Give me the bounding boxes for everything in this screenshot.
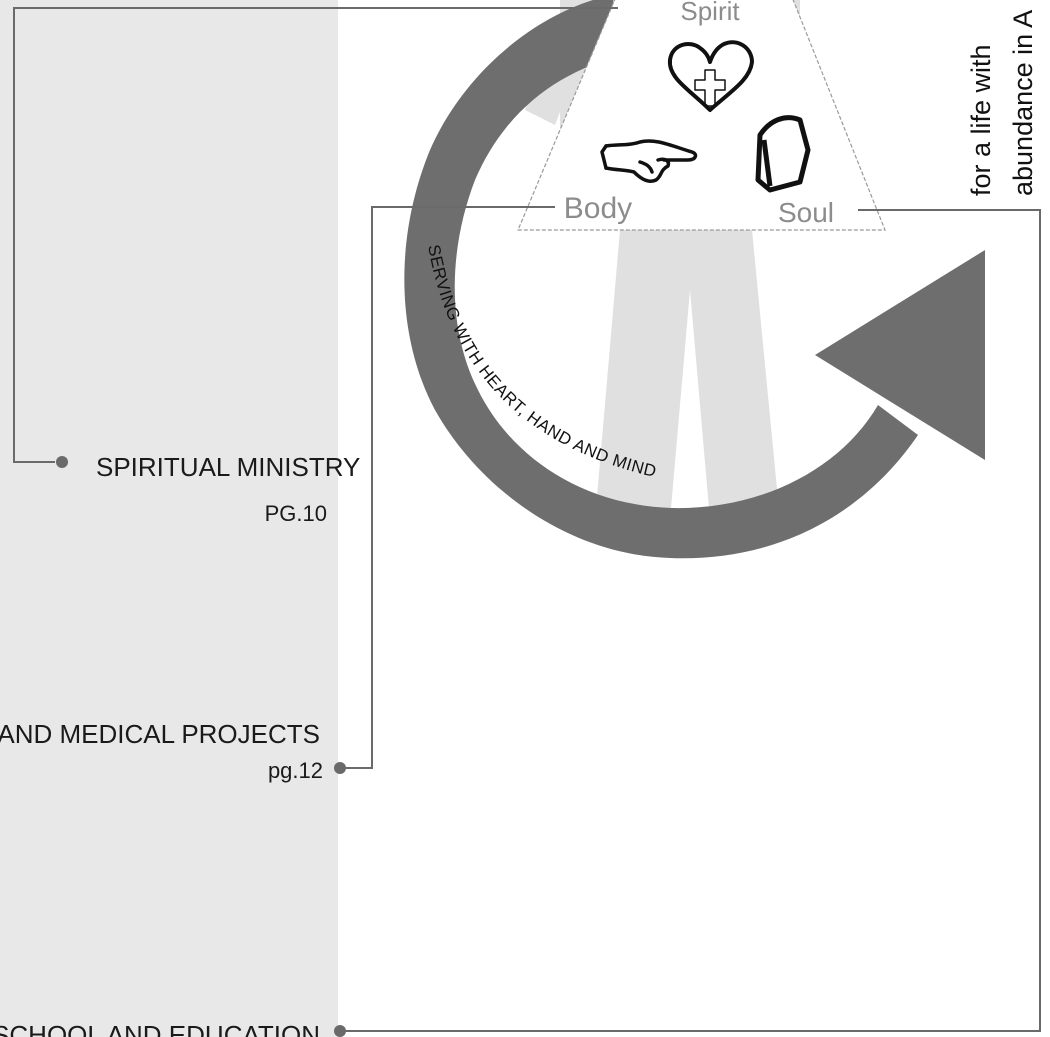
- section-page-spiritual: PG.10: [265, 501, 327, 526]
- dot-school: [334, 1025, 346, 1037]
- section-title-school[interactable]: SCHOOL AND EDUCATION: [0, 1020, 320, 1037]
- section-title-medical[interactable]: AL AND MEDICAL PROJECTS: [0, 719, 320, 749]
- spirit-label: Spirit: [680, 0, 740, 26]
- section-page-medical: pg.12: [268, 758, 323, 783]
- dot-medical: [334, 762, 346, 774]
- dot-spiritual: [56, 456, 68, 468]
- body-label: Body: [564, 192, 632, 225]
- soul-label: Soul: [778, 197, 834, 228]
- section-title-spiritual[interactable]: SPIRITUAL MINISTRY: [96, 452, 360, 482]
- tagline-line-1: for a life with: [966, 44, 996, 196]
- tagline-line-2: abundance in A: [1008, 10, 1038, 196]
